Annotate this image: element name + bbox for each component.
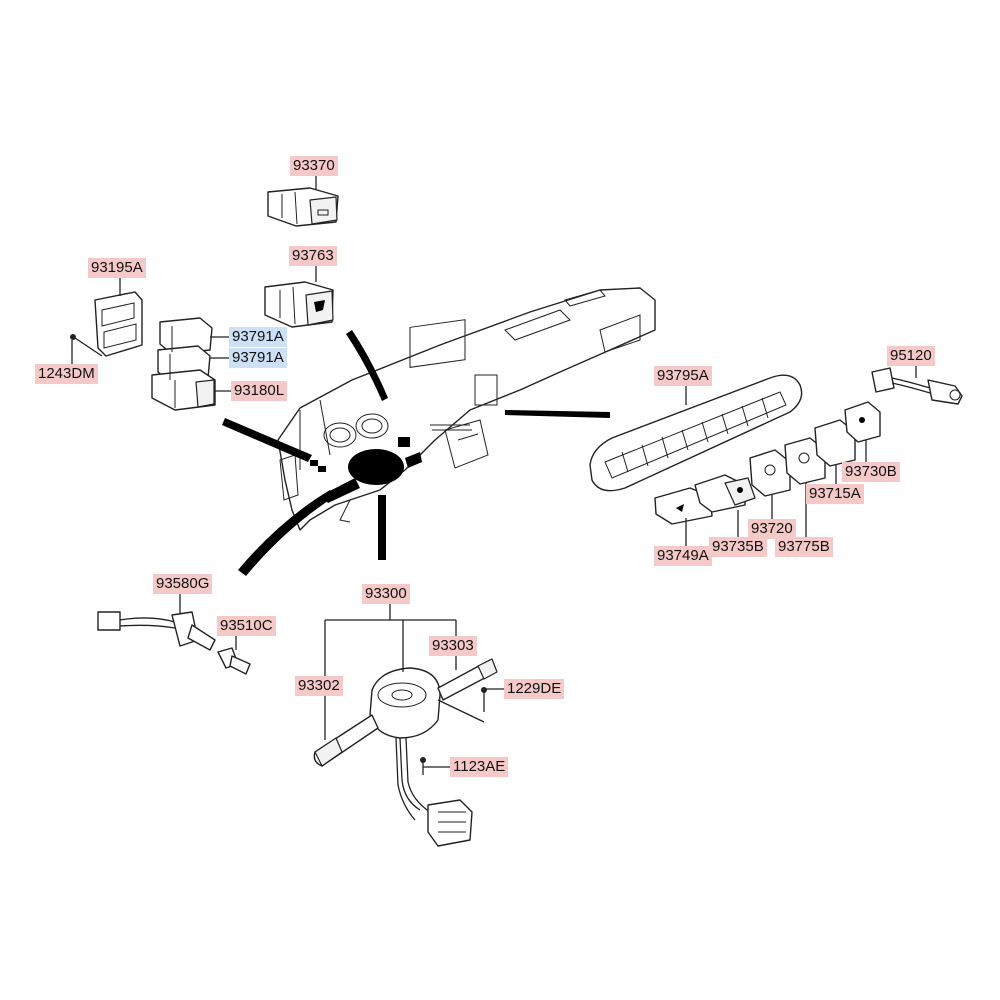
label-93195A[interactable]: 93195A — [88, 258, 146, 278]
label-93791A-lower[interactable]: 93791A — [229, 348, 287, 368]
bracket-93195A-drawing — [70, 291, 143, 357]
switch-row-drawing — [654, 401, 881, 525]
label-93715A[interactable]: 93715A — [806, 484, 864, 504]
label-93775B[interactable]: 93775B — [775, 537, 833, 557]
label-93730B[interactable]: 93730B — [842, 462, 900, 482]
label-1229DE[interactable]: 1229DE — [504, 679, 565, 699]
switch-93370-drawing — [267, 187, 339, 227]
label-93749A[interactable]: 93749A — [654, 546, 712, 566]
bulb-93510C-drawing — [217, 647, 251, 675]
label-93302[interactable]: 93302 — [295, 676, 343, 696]
label-93720[interactable]: 93720 — [748, 519, 796, 539]
label-93180L[interactable]: 93180L — [231, 381, 288, 401]
label-93791A-upper[interactable]: 93791A — [229, 327, 287, 347]
pointer-wedges — [222, 330, 610, 576]
switch-93580G-drawing — [97, 611, 216, 651]
switch-panel-93795A-drawing — [589, 374, 803, 492]
switch-stack-drawing — [151, 317, 216, 411]
dashboard-assembly — [277, 287, 656, 531]
label-93370[interactable]: 93370 — [290, 156, 338, 176]
label-1243DM[interactable]: 1243DM — [35, 364, 98, 384]
label-93510C[interactable]: 93510C — [217, 616, 276, 636]
label-93580G[interactable]: 93580G — [153, 574, 213, 594]
label-93300[interactable]: 93300 — [362, 584, 410, 604]
label-93303[interactable]: 93303 — [429, 636, 477, 656]
sensor-95120-drawing — [871, 367, 963, 405]
combination-switch-drawing — [313, 658, 498, 847]
label-1123AE[interactable]: 1123AE — [450, 757, 509, 777]
label-93795A[interactable]: 93795A — [654, 366, 712, 386]
label-93763[interactable]: 93763 — [289, 246, 337, 266]
label-93735B[interactable]: 93735B — [709, 537, 767, 557]
label-95120[interactable]: 95120 — [887, 346, 935, 366]
switch-93763-drawing — [264, 281, 334, 328]
